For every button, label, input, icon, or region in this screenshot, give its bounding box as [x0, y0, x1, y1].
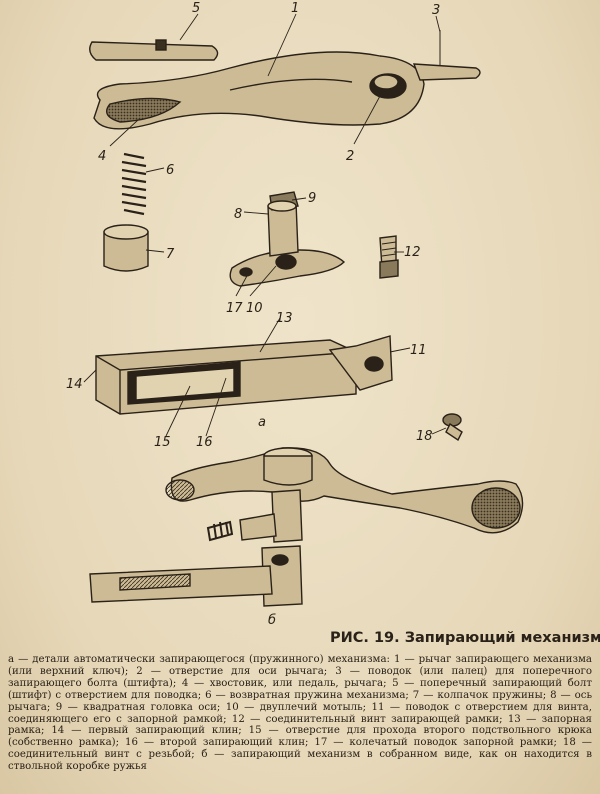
- part-6-spring: [121, 152, 147, 216]
- label-b: б: [268, 613, 276, 628]
- figure-caption-body: а — детали автоматически запирающегося (…: [8, 654, 592, 773]
- part-3-pin: [412, 30, 481, 81]
- figure-caption-title: РИС. 19. Запирающий механизм:: [330, 630, 600, 646]
- label-5: 5: [192, 1, 200, 16]
- label-14: 14: [66, 377, 83, 392]
- label-11: 11: [410, 343, 427, 358]
- label-13: 13: [276, 311, 293, 326]
- assembly-b: [89, 447, 524, 607]
- label-9: 9: [308, 191, 316, 206]
- label-7: 7: [166, 247, 175, 262]
- part-18-screw: [442, 413, 463, 442]
- label-6: 6: [166, 163, 174, 178]
- label-12: 12: [404, 245, 421, 260]
- part-1-lever: [93, 51, 425, 130]
- part-13-frame: [95, 335, 393, 415]
- label-a: а: [258, 415, 266, 430]
- part-5-bolt: [89, 39, 219, 61]
- label-2: 2: [346, 149, 354, 164]
- label-15: 15: [154, 435, 171, 450]
- label-3: 3: [432, 3, 440, 18]
- part-10-crank: [229, 191, 346, 287]
- part-7-cap: [103, 224, 149, 272]
- label-4: 4: [98, 149, 106, 164]
- mechanism-illustration: 5 1 3 4 2 6 7 8 9 17 10 12 13 11 14 15 1…: [66, 1, 524, 628]
- label-17: 17: [226, 301, 243, 316]
- label-8: 8: [234, 207, 242, 222]
- label-10: 10: [246, 301, 263, 316]
- part-12-screw: [379, 235, 399, 279]
- label-18: 18: [416, 429, 433, 444]
- label-1: 1: [291, 1, 299, 16]
- label-16: 16: [196, 435, 213, 450]
- leader-lines: [83, 13, 447, 437]
